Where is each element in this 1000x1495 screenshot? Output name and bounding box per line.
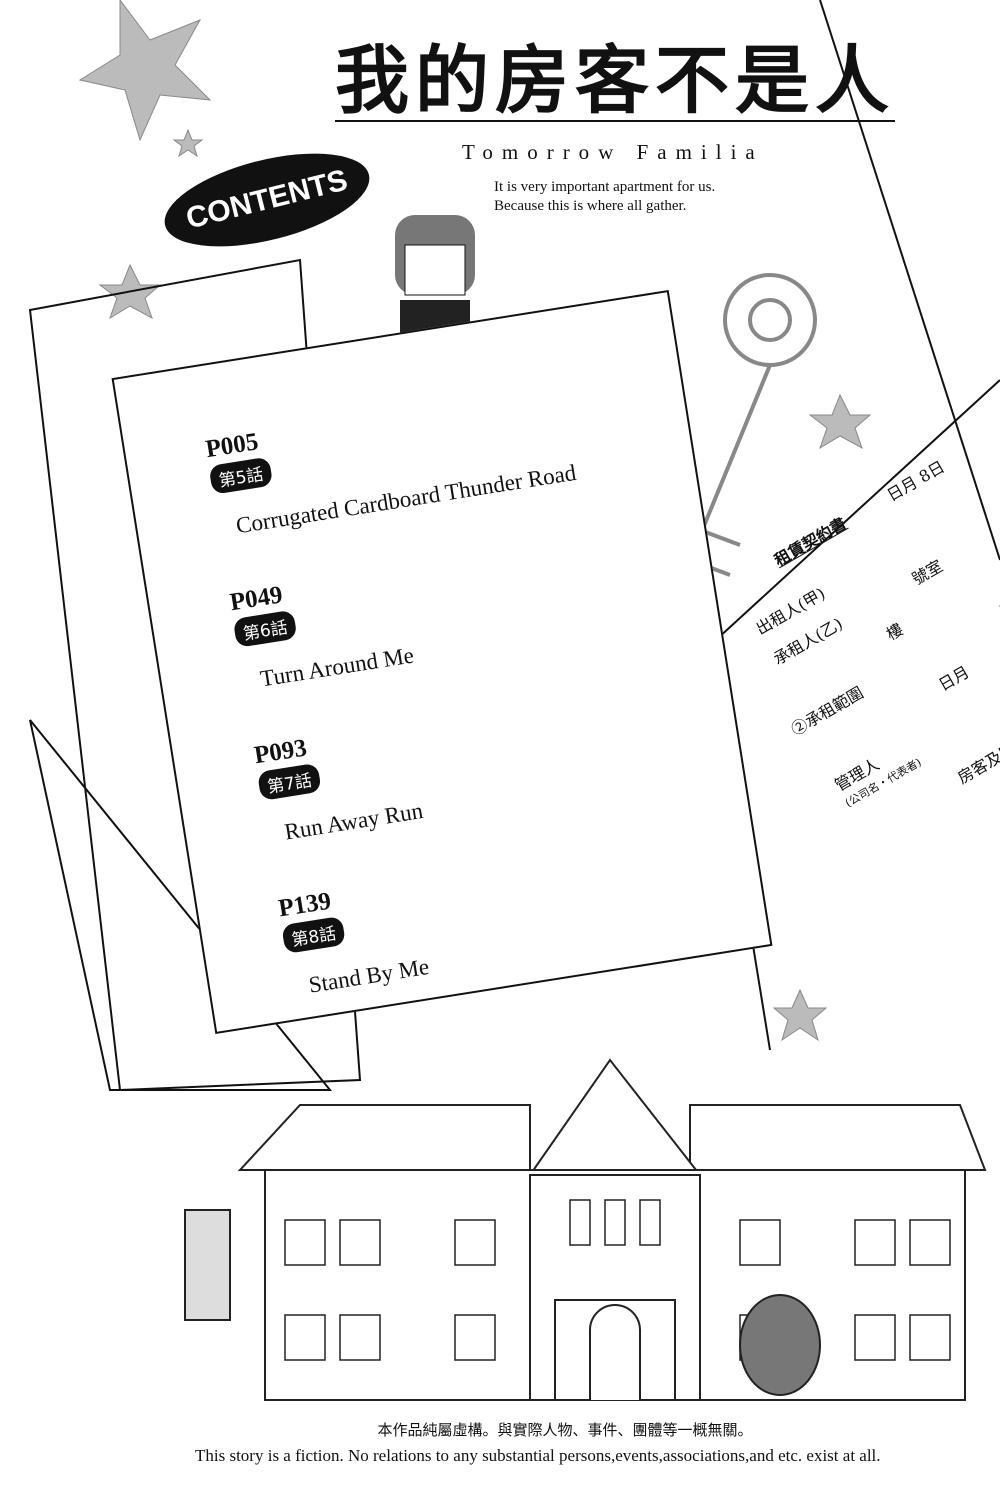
star-icon: [808, 393, 872, 450]
contract-date: 8月: [995, 589, 1000, 620]
star-icon: [772, 988, 828, 1042]
page-number: P093: [252, 734, 309, 770]
episode-badge: 第7話: [256, 762, 322, 801]
star-icon: [78, 0, 212, 142]
tagline-line: It is very important apartment for us.: [494, 179, 716, 195]
tagline: It is very important apartment for us. B…: [494, 178, 715, 216]
page-number: P005: [203, 428, 261, 464]
toc-entry[interactable]: P005 第5話 Corrugated Cardboard Thunder Ro…: [204, 380, 578, 542]
toc-entry[interactable]: P049 第6話 Turn Around Me: [228, 563, 416, 696]
apartment-building-illustration: [184, 1058, 987, 1401]
chapter-title: Stand By Me: [306, 953, 431, 998]
episode-badge: 第5話: [208, 456, 274, 495]
star-decorations: [78, 0, 872, 1042]
chapter-title: Run Away Run: [282, 797, 425, 845]
toc-entry[interactable]: P093 第7話 Run Away Run: [252, 718, 425, 848]
envelope-back: [28, 258, 362, 1092]
disclaimer-english: This story is a fiction. No relations to…: [195, 1446, 881, 1465]
episode-badge: 第8話: [281, 915, 346, 955]
page-number: P049: [228, 581, 285, 617]
toc-entry[interactable]: P139 第8話 Stand By Me: [277, 874, 431, 1001]
chapter-title: Corrugated Cardboard Thunder Road: [234, 459, 578, 539]
episode-badge: 第6話: [232, 609, 298, 648]
manga-subtitle: Tomorrow Familia: [462, 140, 764, 164]
contract-room: 號室: [908, 556, 946, 589]
contract-floor: 樓: [882, 619, 907, 645]
chapter-title: Turn Around Me: [258, 642, 416, 692]
star-icon: [172, 128, 204, 158]
tagline-line: Because this is where all gather.: [494, 198, 687, 214]
page-number: P139: [276, 887, 333, 923]
table-of-contents-card: P005 第5話 Corrugated Cardboard Thunder Ro…: [111, 289, 773, 1035]
disclaimer-chinese: 本作品純屬虛構。與實際人物、事件、團體等一概無關。: [377, 1421, 753, 1439]
contract-date: 日月: [935, 662, 973, 695]
manga-title: 我的房客不是人: [335, 38, 895, 124]
contract-tenant: 房客及同居人: [954, 723, 1000, 788]
